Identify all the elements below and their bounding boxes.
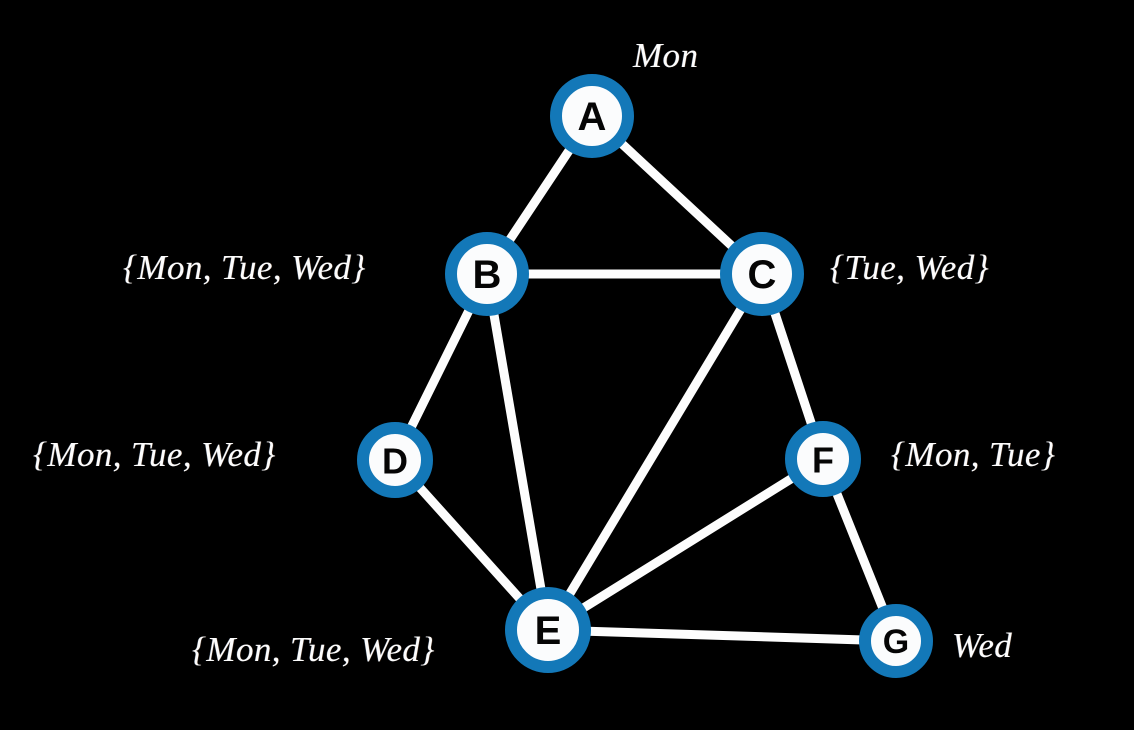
- node-circle-a[interactable]: [550, 74, 634, 158]
- node-label-g: G: [883, 623, 909, 661]
- node-label-c: C: [748, 253, 777, 297]
- node-circle-b[interactable]: [445, 232, 529, 316]
- node-c[interactable]: C: [720, 232, 804, 316]
- edge-b-e: [482, 269, 553, 635]
- edge-c-e: [543, 269, 767, 635]
- node-label-e: E: [535, 609, 562, 653]
- domain-label-a: Mon: [633, 36, 699, 75]
- edge-e-f: [543, 454, 828, 635]
- domain-label-e: {Mon, Tue, Wed}: [192, 630, 435, 669]
- domain-label-f: {Mon, Tue}: [891, 435, 1056, 474]
- node-label-a: A: [578, 95, 607, 139]
- node-circle-c[interactable]: [720, 232, 804, 316]
- domain-label-b: {Mon, Tue, Wed}: [123, 248, 366, 287]
- domain-label-c: {Tue, Wed}: [830, 248, 990, 287]
- node-label-d: D: [382, 441, 408, 482]
- edges-group: [390, 111, 901, 646]
- node-e[interactable]: E: [505, 587, 591, 673]
- domain-label-d: {Mon, Tue, Wed}: [33, 435, 276, 474]
- node-label-b: B: [473, 253, 502, 297]
- node-d[interactable]: D: [357, 422, 433, 498]
- node-label-f: F: [812, 440, 834, 481]
- node-b[interactable]: B: [445, 232, 529, 316]
- node-circle-f[interactable]: [785, 421, 861, 497]
- node-f[interactable]: F: [785, 421, 861, 497]
- node-circle-e[interactable]: [505, 587, 591, 673]
- node-a[interactable]: A: [550, 74, 634, 158]
- node-g[interactable]: G: [859, 604, 933, 678]
- nodes-group: A B C D E F G: [357, 74, 933, 678]
- node-circle-d[interactable]: [357, 422, 433, 498]
- edge-e-g: [543, 625, 901, 646]
- node-circle-g[interactable]: [859, 604, 933, 678]
- domain-label-g: Wed: [952, 626, 1013, 665]
